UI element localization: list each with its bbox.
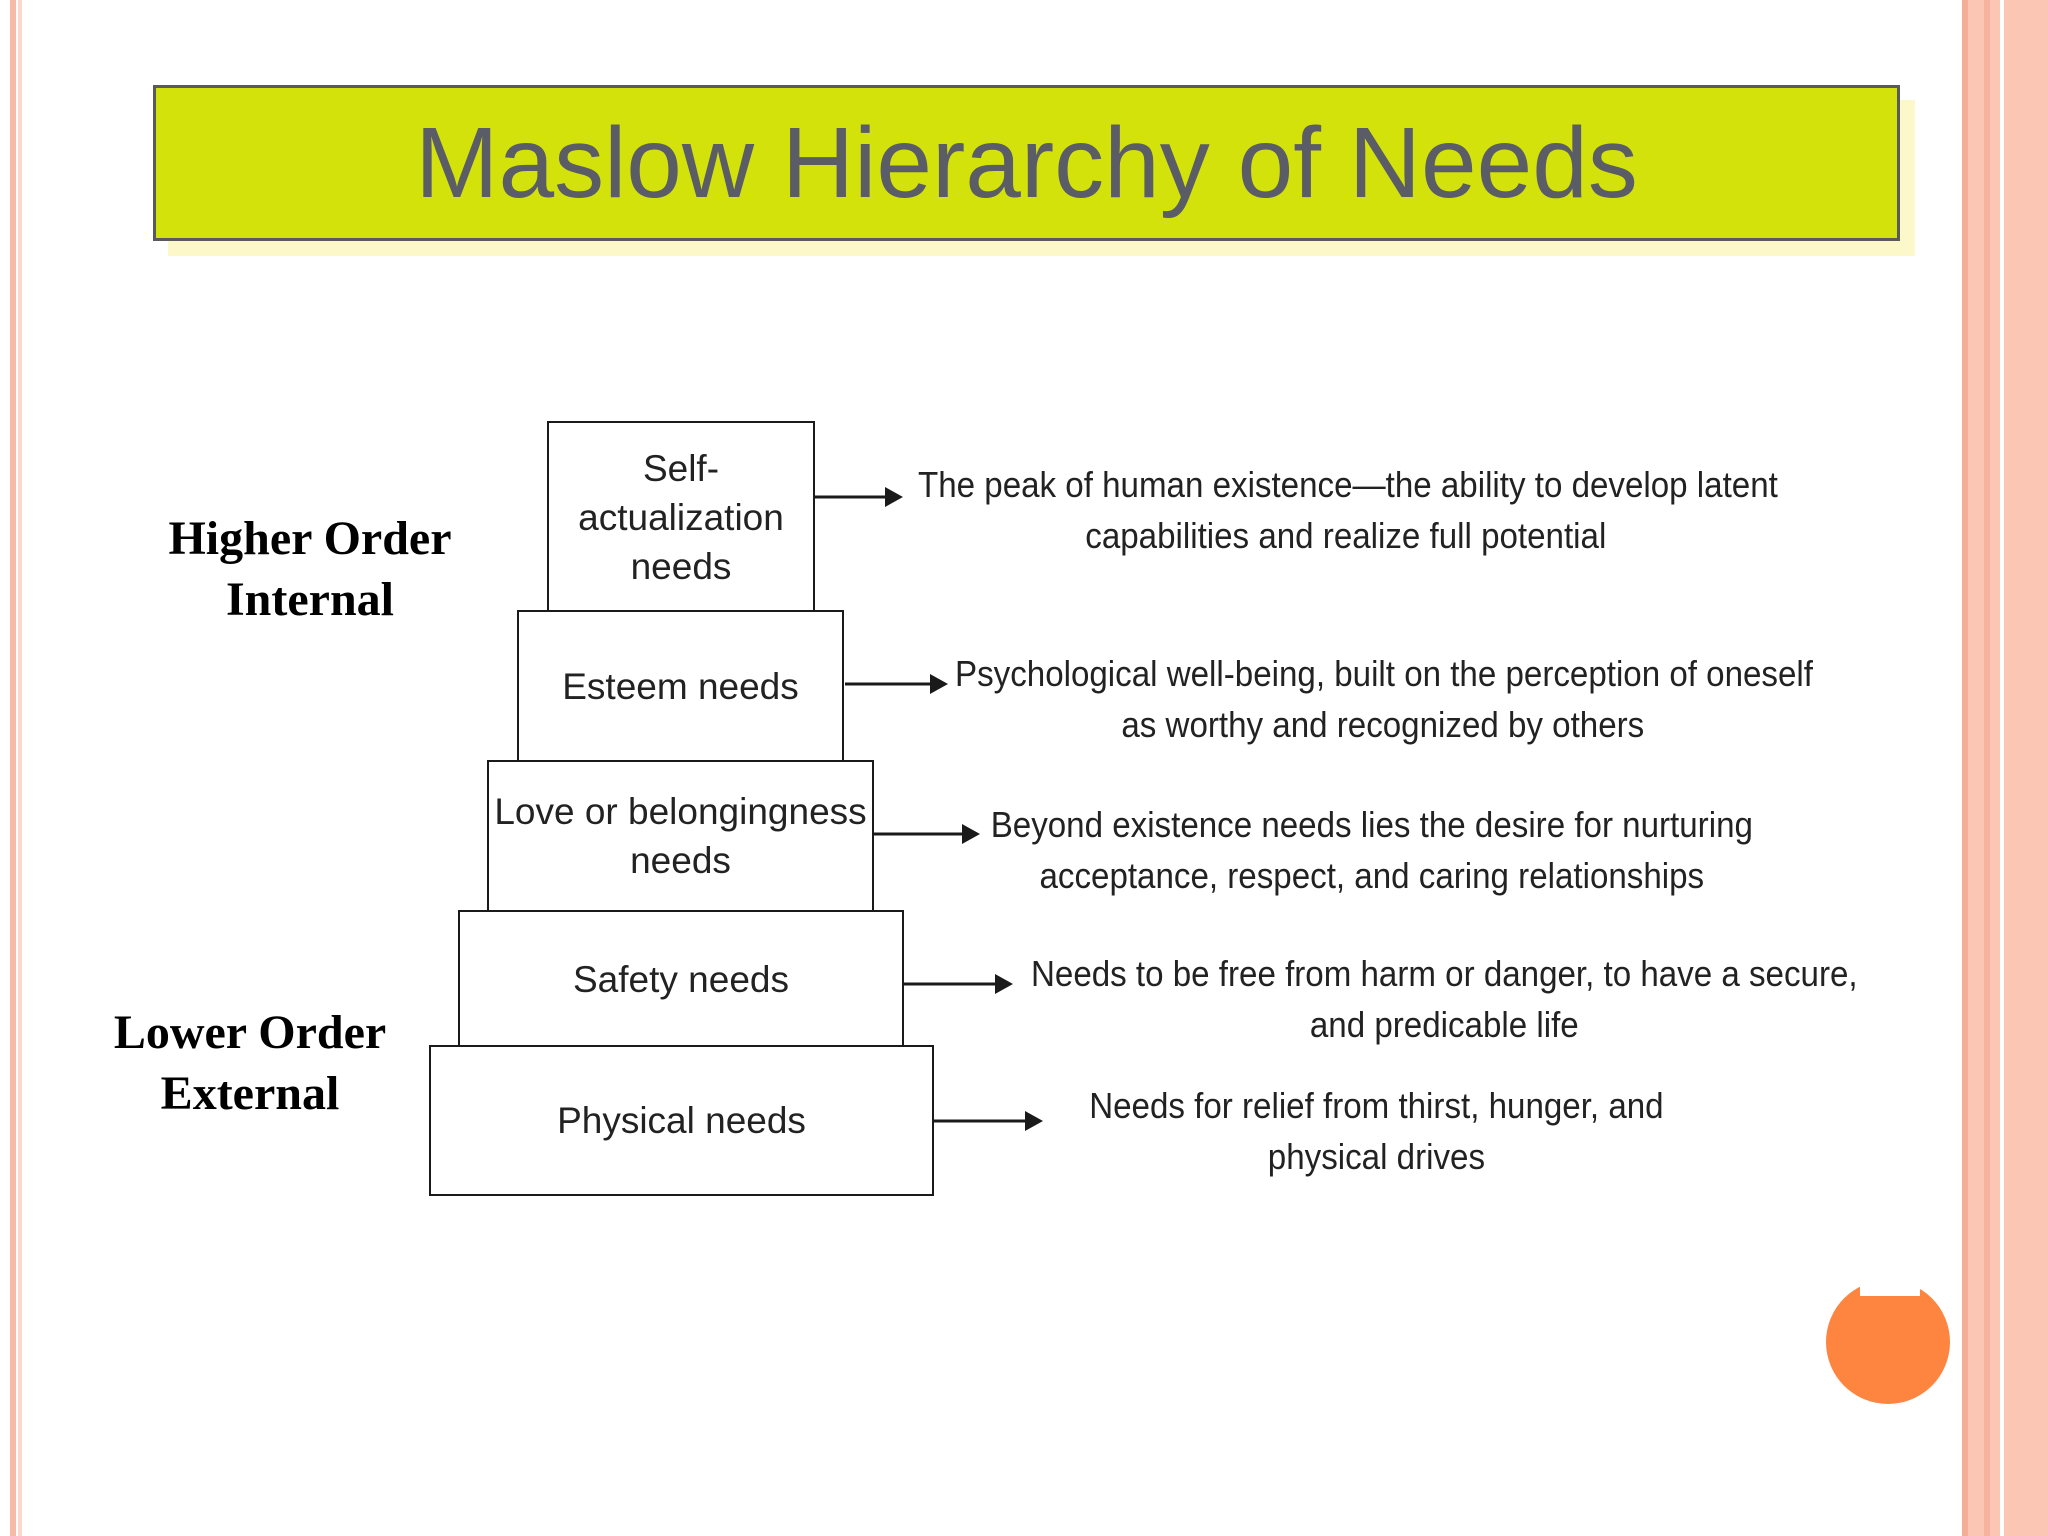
level-name-line: Self- <box>642 447 720 489</box>
description-line: capabilities and realize full potential <box>1085 515 1607 556</box>
description-physical: Needs for relief from thirst, hunger, an… <box>1059 1080 1694 1182</box>
pyramid-level-physical: Physical needs <box>429 1045 934 1196</box>
pyramid-level-self-actualization: Self- actualization needs <box>547 421 815 613</box>
level-name-line: Esteem needs <box>562 665 799 707</box>
page-title: Maslow Hierarchy of Needs <box>415 106 1638 219</box>
level-name-line: Physical needs <box>557 1100 806 1141</box>
level-name-line: actualization <box>578 496 784 538</box>
right-border-line <box>1962 0 1968 1536</box>
description-line: Psychological well-being, built on the p… <box>955 653 1813 694</box>
higher-order-line: Higher Order <box>168 512 452 565</box>
description-line: acceptance, respect, and caring relation… <box>1039 855 1705 896</box>
description-love-belonging: Beyond existence needs lies the desire f… <box>990 799 1754 901</box>
description-line: Beyond existence needs lies the desire f… <box>990 804 1753 845</box>
description-line: Needs to be free from harm or danger, to… <box>1030 953 1858 994</box>
description-line: physical drives <box>1267 1136 1486 1177</box>
description-line: The peak of human existence—the ability … <box>918 464 1778 505</box>
title-banner: Maslow Hierarchy of Needs <box>153 85 1900 241</box>
higher-order-label: Higher Order Internal <box>150 508 470 630</box>
description-line: Needs for relief from thirst, hunger, an… <box>1089 1085 1664 1126</box>
decorative-circle <box>1826 1280 1950 1404</box>
left-border-stripe <box>10 0 16 1536</box>
arrowhead <box>962 824 980 844</box>
description-esteem: Psychological well-being, built on the p… <box>955 648 1813 750</box>
arrowhead <box>885 487 903 507</box>
description-line: and predicable life <box>1309 1004 1579 1045</box>
description-safety: Needs to be free from harm or danger, to… <box>1028 948 1861 1050</box>
description-line: as worthy and recognized by others <box>1121 704 1645 745</box>
right-border-gap <box>2000 0 2004 1536</box>
level-name-line: needs <box>630 545 732 587</box>
arrowhead <box>1025 1111 1043 1131</box>
lower-order-line: External <box>160 1067 340 1120</box>
decorative-circle-cut <box>1860 1276 1920 1296</box>
higher-order-line: Internal <box>226 573 394 626</box>
lower-order-line: Lower Order <box>113 1006 387 1059</box>
pyramid-level-love-belonging: Love or belongingness needs <box>487 760 874 912</box>
left-border-stripe-inner <box>18 0 22 1536</box>
level-name-line: Safety needs <box>573 958 789 1000</box>
arrowhead <box>930 674 948 694</box>
pyramid-level-safety: Safety needs <box>458 910 904 1048</box>
level-name-line: needs <box>630 840 731 881</box>
lower-order-label: Lower Order External <box>100 1002 400 1124</box>
pyramid-level-esteem: Esteem needs <box>517 610 844 762</box>
right-border-line <box>1984 0 1990 1536</box>
description-self-actualization: The peak of human existence—the ability … <box>918 459 1778 561</box>
level-name-line: Love or belongingness <box>494 791 867 832</box>
arrowhead <box>995 974 1013 994</box>
right-border-band <box>1968 0 2048 1536</box>
